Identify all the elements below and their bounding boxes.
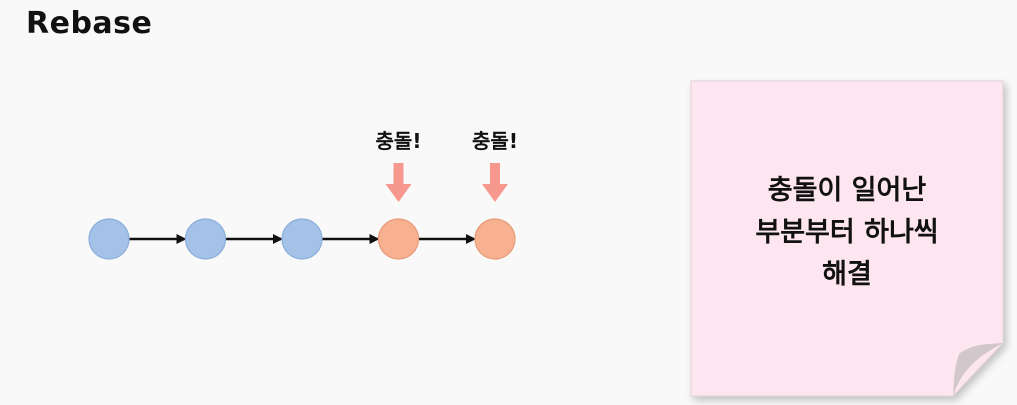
conflict-marker-arrow xyxy=(385,163,412,202)
conflict-label: 충돌! xyxy=(472,129,518,153)
note-line: 부분부터 하나씩 xyxy=(755,217,939,248)
sticky-note-fold xyxy=(953,343,1003,396)
conflict-label: 충돌! xyxy=(376,129,422,153)
base-commit xyxy=(184,218,227,260)
sticky-note: 충돌이 일어난 부분부터 하나씩 해결 xyxy=(688,78,1006,398)
sticky-note-paper xyxy=(690,80,1004,397)
note-line: 해결 xyxy=(822,259,872,290)
sticky-note-shape xyxy=(690,80,1004,397)
conflict-commit xyxy=(474,218,516,260)
conflict-marker-arrow xyxy=(482,163,508,202)
base-commit xyxy=(88,218,130,260)
note-line: 충돌이 일어난 xyxy=(767,175,927,206)
base-commit xyxy=(281,218,323,260)
sticky-note-text: 충돌이 일어난 부분부터 하나씩 해결 xyxy=(688,170,1006,296)
conflict-commit xyxy=(377,218,420,260)
slide-title: Rebase xyxy=(26,6,153,41)
